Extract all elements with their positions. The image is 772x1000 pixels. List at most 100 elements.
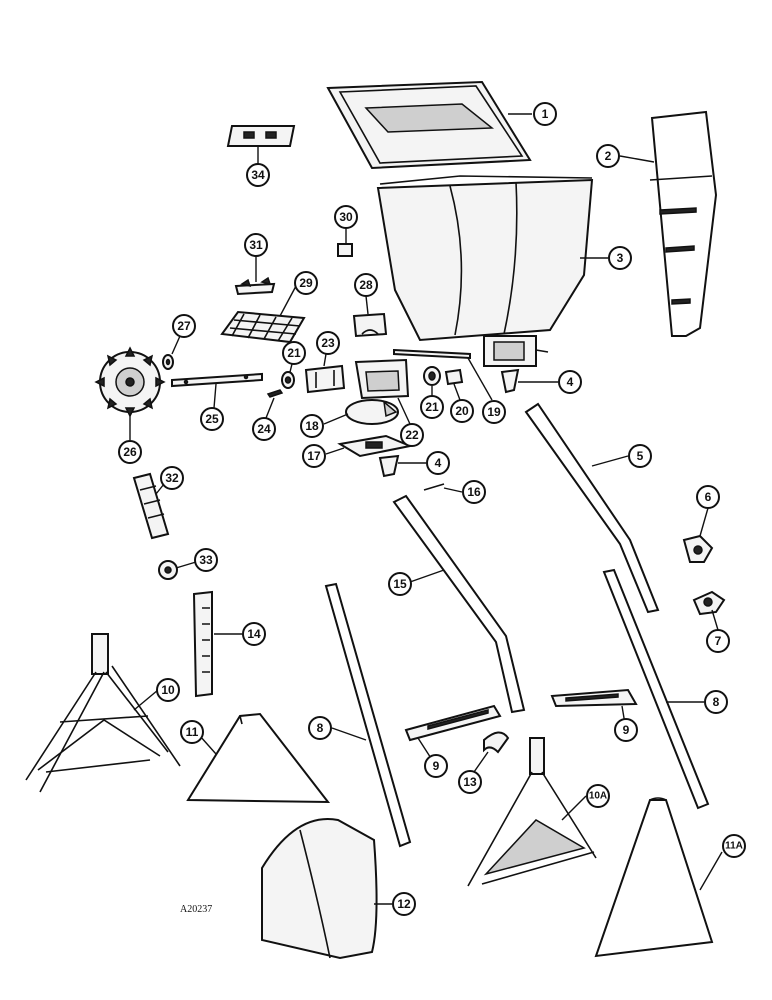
callout-11a: 11A xyxy=(699,834,746,891)
callout-17: 17 xyxy=(302,444,345,468)
part-10-stand xyxy=(25,633,181,793)
part-25-drive-shaft xyxy=(171,372,263,388)
callout-19: 19 xyxy=(467,357,506,424)
svg-text:11: 11 xyxy=(186,725,199,739)
callout-22: 22 xyxy=(397,397,424,447)
svg-text:4: 4 xyxy=(435,456,442,470)
callout-4-lower: 4 xyxy=(398,451,450,475)
part-4-spout-upper xyxy=(500,368,520,394)
part-26-sprocket xyxy=(94,346,166,418)
part-32-chain xyxy=(132,472,170,540)
callout-26: 26 xyxy=(118,414,142,464)
part-6-clamp xyxy=(682,534,714,563)
svg-text:31: 31 xyxy=(249,238,263,252)
svg-text:26: 26 xyxy=(123,445,137,459)
callout-12: 12 xyxy=(374,892,416,916)
part-33-small-gear xyxy=(158,560,178,580)
callout-28: 28 xyxy=(354,273,378,315)
part-27-washer xyxy=(162,354,174,370)
svg-text:9: 9 xyxy=(623,723,630,737)
part-4-spout-lower xyxy=(378,454,400,478)
part-21-bushing-left xyxy=(281,371,295,389)
callout-27: 27 xyxy=(171,314,196,355)
svg-text:1: 1 xyxy=(542,107,549,121)
callout-21-right: 21 xyxy=(420,386,444,419)
svg-text:6: 6 xyxy=(705,490,712,504)
callout-21-left: 21 xyxy=(282,341,306,373)
svg-text:17: 17 xyxy=(307,449,321,463)
callout-9-right: 9 xyxy=(614,705,638,742)
part-5-leg-tube xyxy=(524,402,660,614)
callout-10a: 10A xyxy=(561,784,610,821)
part-31-clip xyxy=(234,276,276,296)
svg-text:2: 2 xyxy=(605,149,612,163)
callout-30: 30 xyxy=(334,205,358,244)
callout-18: 18 xyxy=(300,413,349,438)
part-11-shield xyxy=(186,712,331,804)
part-7-clamp xyxy=(692,590,726,616)
part-1-hopper-lid xyxy=(326,80,532,170)
part-8-bar-right xyxy=(602,568,710,810)
svg-text:12: 12 xyxy=(397,897,411,911)
part-18-disc xyxy=(345,399,399,425)
part-10a-stand xyxy=(467,737,597,887)
svg-text:20: 20 xyxy=(455,404,469,418)
svg-text:9: 9 xyxy=(433,759,440,773)
svg-text:13: 13 xyxy=(463,775,477,789)
part-14-tube xyxy=(192,590,213,698)
svg-text:29: 29 xyxy=(299,276,313,290)
svg-text:19: 19 xyxy=(487,405,501,419)
svg-text:10A: 10A xyxy=(589,791,607,802)
svg-text:32: 32 xyxy=(165,471,179,485)
svg-text:21: 21 xyxy=(425,400,439,414)
callout-25: 25 xyxy=(200,383,224,431)
callout-5: 5 xyxy=(591,444,652,468)
svg-text:14: 14 xyxy=(247,627,261,641)
part-8-bar-left xyxy=(324,582,412,848)
svg-text:28: 28 xyxy=(359,278,373,292)
drawing-code: A20237 xyxy=(180,904,212,915)
callout-13: 13 xyxy=(458,751,489,794)
svg-text:8: 8 xyxy=(317,721,324,735)
svg-text:7: 7 xyxy=(715,634,722,648)
callout-32: 32 xyxy=(155,466,184,495)
callout-33: 33 xyxy=(175,548,218,572)
svg-text:22: 22 xyxy=(405,428,419,442)
callout-14: 14 xyxy=(214,622,266,646)
svg-text:18: 18 xyxy=(305,419,319,433)
part-21-bushing-right xyxy=(423,366,441,386)
part-22-housing xyxy=(354,358,410,400)
svg-text:3: 3 xyxy=(617,251,624,265)
part-2-side-panel xyxy=(649,110,718,337)
callout-11: 11 xyxy=(180,720,217,755)
part-23-bracket xyxy=(304,364,346,394)
part-9-bracket-right xyxy=(550,688,638,708)
part-15-leg-tube xyxy=(392,494,526,714)
callout-3: 3 xyxy=(580,246,632,270)
svg-text:8: 8 xyxy=(713,695,720,709)
svg-text:23: 23 xyxy=(321,336,335,350)
svg-text:5: 5 xyxy=(637,449,644,463)
part-20-nut xyxy=(444,368,464,386)
callout-16: 16 xyxy=(443,480,486,504)
callout-29: 29 xyxy=(279,271,318,317)
callout-34: 34 xyxy=(246,146,270,187)
callout-10: 10 xyxy=(133,678,180,711)
svg-text:30: 30 xyxy=(339,210,353,224)
part-17-plate xyxy=(337,434,414,458)
callout-7: 7 xyxy=(706,609,730,653)
svg-text:21: 21 xyxy=(287,346,301,360)
part-12-cover xyxy=(261,818,378,960)
callout-9-left: 9 xyxy=(417,737,448,778)
callout-4-upper: 4 xyxy=(518,370,582,394)
part-24-pin xyxy=(266,389,284,398)
part-29-screen xyxy=(220,310,306,344)
callout-1: 1 xyxy=(508,102,557,126)
callout-24: 24 xyxy=(252,397,276,441)
svg-text:25: 25 xyxy=(205,412,219,426)
svg-text:10: 10 xyxy=(161,683,175,697)
callout-23: 23 xyxy=(316,331,340,367)
svg-text:15: 15 xyxy=(393,577,407,591)
callout-6: 6 xyxy=(696,485,720,537)
